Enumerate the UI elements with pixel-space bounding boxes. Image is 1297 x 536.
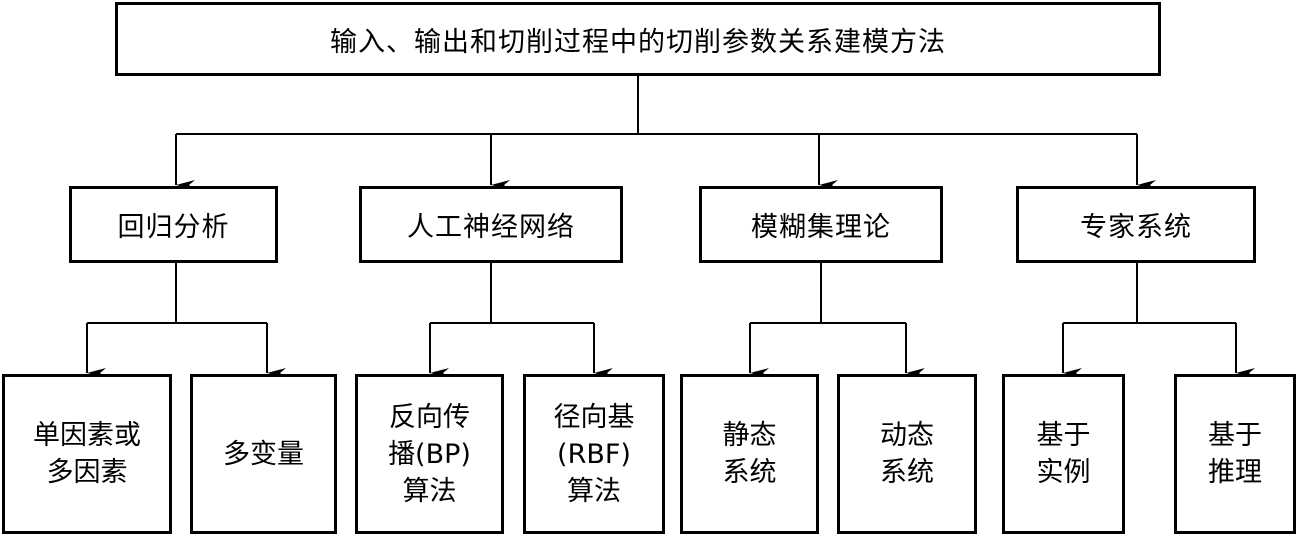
leaf-node-line: 播(BP) <box>388 438 471 470</box>
leaf-node-rbf-algorithm: 径向基 (RBF) 算法 <box>523 374 665 534</box>
leaf-node-line: 系统 <box>880 457 934 488</box>
leaf-node-line: (RBF) <box>557 438 631 470</box>
leaf-node-bp-algorithm: 反向传 播(BP) 算法 <box>355 374 504 534</box>
leaf-node-line: 反向传 <box>389 401 470 433</box>
leaf-node-line: 动态 <box>880 420 934 451</box>
method-node-label: 人工神经网络 <box>407 212 575 243</box>
leaf-node-line: 算法 <box>567 475 621 507</box>
leaf-node-line: 实例 <box>1036 457 1091 488</box>
leaf-node-single-or-multi-factor: 单因素或 多因素 <box>2 374 172 534</box>
leaf-node-dynamic-system: 动态 系统 <box>837 374 977 534</box>
method-node-label: 模糊集理论 <box>751 212 891 243</box>
leaf-node-case-based: 基于 实例 <box>1002 374 1125 534</box>
leaf-node-reasoning-based: 基于 推理 <box>1174 374 1296 534</box>
leaf-node-static-system: 静态 系统 <box>680 374 819 534</box>
leaf-node-line: 单因素或 <box>33 420 141 451</box>
leaf-node-line: 多因素 <box>46 457 128 488</box>
leaf-node-line: 基于 <box>1208 420 1262 451</box>
leaf-node-line: 推理 <box>1208 457 1262 488</box>
method-node-label: 回归分析 <box>117 212 230 243</box>
method-node-regression: 回归分析 <box>69 186 278 263</box>
leaf-node-line: 系统 <box>722 457 777 488</box>
leaf-node-line: 算法 <box>402 475 457 507</box>
root-node: 输入、输出和切削过程中的切削参数关系建模方法 <box>115 2 1161 76</box>
method-node-neural-network: 人工神经网络 <box>359 186 623 263</box>
leaf-node-line: 多变量 <box>223 438 304 470</box>
leaf-node-multivariate: 多变量 <box>190 374 337 534</box>
method-node-label: 专家系统 <box>1080 212 1192 243</box>
leaf-node-line: 静态 <box>722 420 777 451</box>
method-node-fuzzy-set: 模糊集理论 <box>699 186 943 263</box>
root-node-label: 输入、输出和切削过程中的切削参数关系建模方法 <box>330 26 946 58</box>
leaf-node-line: 基于 <box>1036 420 1091 451</box>
leaf-node-line: 径向基 <box>553 401 635 433</box>
method-node-expert-system: 专家系统 <box>1016 186 1256 263</box>
